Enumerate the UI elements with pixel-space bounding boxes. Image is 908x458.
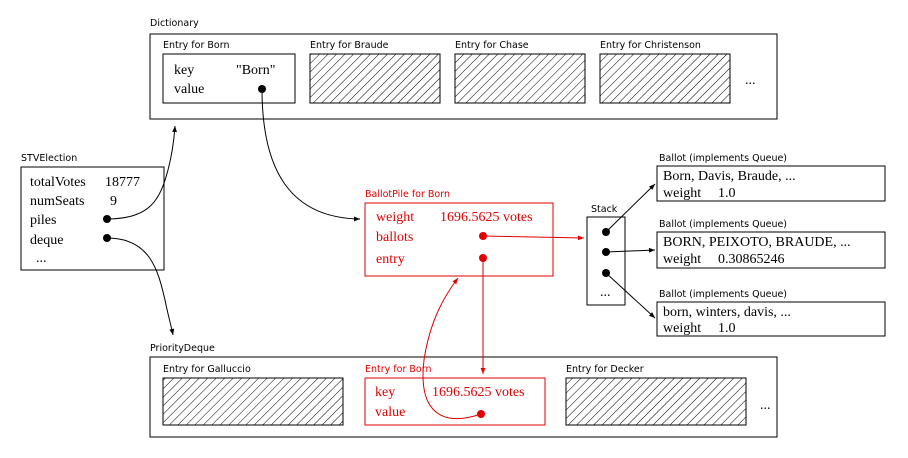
ballot-3-weight-value: 1.0 [718, 321, 736, 336]
stv-piles-to-dictionary-arrow [106, 125, 177, 220]
stv-num-seats-value: 9 [110, 194, 117, 209]
ballot-pile-weight-label: weight [376, 210, 414, 225]
stv-deque-label: deque [30, 233, 63, 248]
dict-entry-label-born: Entry for Born [163, 40, 229, 51]
stv-deque-to-priority-deque-arrow [106, 237, 175, 336]
stack-ellipsis: ... [600, 285, 611, 300]
ballot-1-weight-label: weight [663, 186, 701, 201]
ballot-3-title: Ballot (implements Queue) [659, 289, 787, 300]
deque-ellipsis: ... [760, 398, 771, 413]
dict-entry-christenson-box [599, 53, 731, 104]
ballot-2-names: BORN, PEIXOTO, BRAUDE, ... [663, 235, 851, 250]
stv-num-seats-label: numSeats [30, 194, 84, 209]
deque-born-key-value: 1696.5625 votes [432, 385, 525, 400]
dict-ellipsis: ... [745, 73, 756, 88]
ballot-2-group: Ballot (implements Queue) BORN, PEIXOTO,… [656, 219, 886, 269]
stack-slot-1-to-ballot-1-arrow [605, 183, 656, 233]
stv-election-title: STVElection [21, 153, 77, 164]
ballot-1-weight-value: 1.0 [718, 186, 736, 201]
ballot-3-names: born, winters, davis, ... [663, 305, 791, 320]
dict-value-to-ballot-pile-arrow [261, 88, 361, 222]
stv-election-group: STVElection totalVotes 18777 numSeats 9 … [20, 153, 165, 271]
deque-entry-label-decker: Entry for Decker [566, 364, 644, 375]
deque-entry-label-born: Entry for Born [365, 364, 431, 375]
ballot-2-box [656, 231, 886, 269]
dict-born-key-value: "Born" [236, 63, 275, 78]
deque-entry-galluccio-box [162, 377, 344, 426]
ballot-3-weight-label: weight [663, 321, 701, 336]
ballot-pile-ballots-label: ballots [376, 230, 413, 245]
stv-election-box [20, 166, 165, 271]
stack-slot-3-to-ballot-3-arrow [605, 272, 656, 319]
deque-entry-value-to-ballot-pile-arrow [422, 277, 482, 419]
stack-slot-2-to-ballot-2-arrow [605, 247, 656, 253]
dictionary-title: Dictionary [150, 18, 199, 29]
ballot-3-box [656, 301, 886, 337]
dict-born-key-label: key [174, 63, 194, 78]
ballot-pile-title: BallotPile for Born [365, 189, 450, 200]
dict-born-value-label: value [174, 82, 204, 97]
ballot-pile-group: BallotPile for Born weight 1696.5625 vot… [364, 189, 554, 277]
stv-piles-label: piles [30, 213, 56, 228]
stv-total-votes-label: totalVotes [30, 175, 86, 190]
dict-entry-born-box [162, 53, 296, 104]
ballot-2-weight-value: 0.30865246 [718, 252, 785, 267]
dict-entry-braude-box [309, 53, 441, 104]
deque-entry-born-box [364, 377, 546, 426]
dict-entry-label-christenson: Entry for Christenson [600, 40, 701, 51]
priority-deque-group: PriorityDeque Entry for Galluccio Entry … [149, 343, 778, 438]
ballot-pile-weight-value: 1696.5625 votes [440, 210, 533, 225]
deque-born-key-label: key [375, 385, 395, 400]
stack-title: Stack [591, 204, 618, 215]
ballot-1-group: Ballot (implements Queue) Born, Davis, B… [656, 153, 886, 202]
ballot-pile-entry-label: entry [376, 252, 405, 267]
ballot-1-box [656, 165, 886, 202]
ballot-pile-ballots-to-stack-arrow [482, 235, 585, 241]
ballot-2-weight-label: weight [663, 252, 701, 267]
dict-entry-label-chase: Entry for Chase [455, 40, 529, 51]
deque-entry-label-galluccio: Entry for Galluccio [163, 364, 251, 375]
ballot-1-names: Born, Davis, Braude, ... [663, 169, 796, 184]
ballot-1-title: Ballot (implements Queue) [659, 153, 787, 164]
stv-total-votes-value: 18777 [105, 175, 140, 190]
ballot-pile-box [364, 202, 554, 277]
stv-ellipsis: ... [36, 251, 47, 266]
ballot-3-group: Ballot (implements Queue) born, winters,… [656, 289, 886, 337]
priority-deque-title: PriorityDeque [150, 343, 215, 354]
ballot-2-title: Ballot (implements Queue) [659, 219, 787, 230]
deque-born-value-label: value [375, 405, 405, 420]
dictionary-group: Dictionary Entry for Born key "Born" val… [149, 18, 778, 120]
dict-entry-label-braude: Entry for Braude [310, 40, 389, 51]
deque-entry-decker-box [565, 377, 747, 426]
dict-entry-chase-box [454, 53, 586, 104]
